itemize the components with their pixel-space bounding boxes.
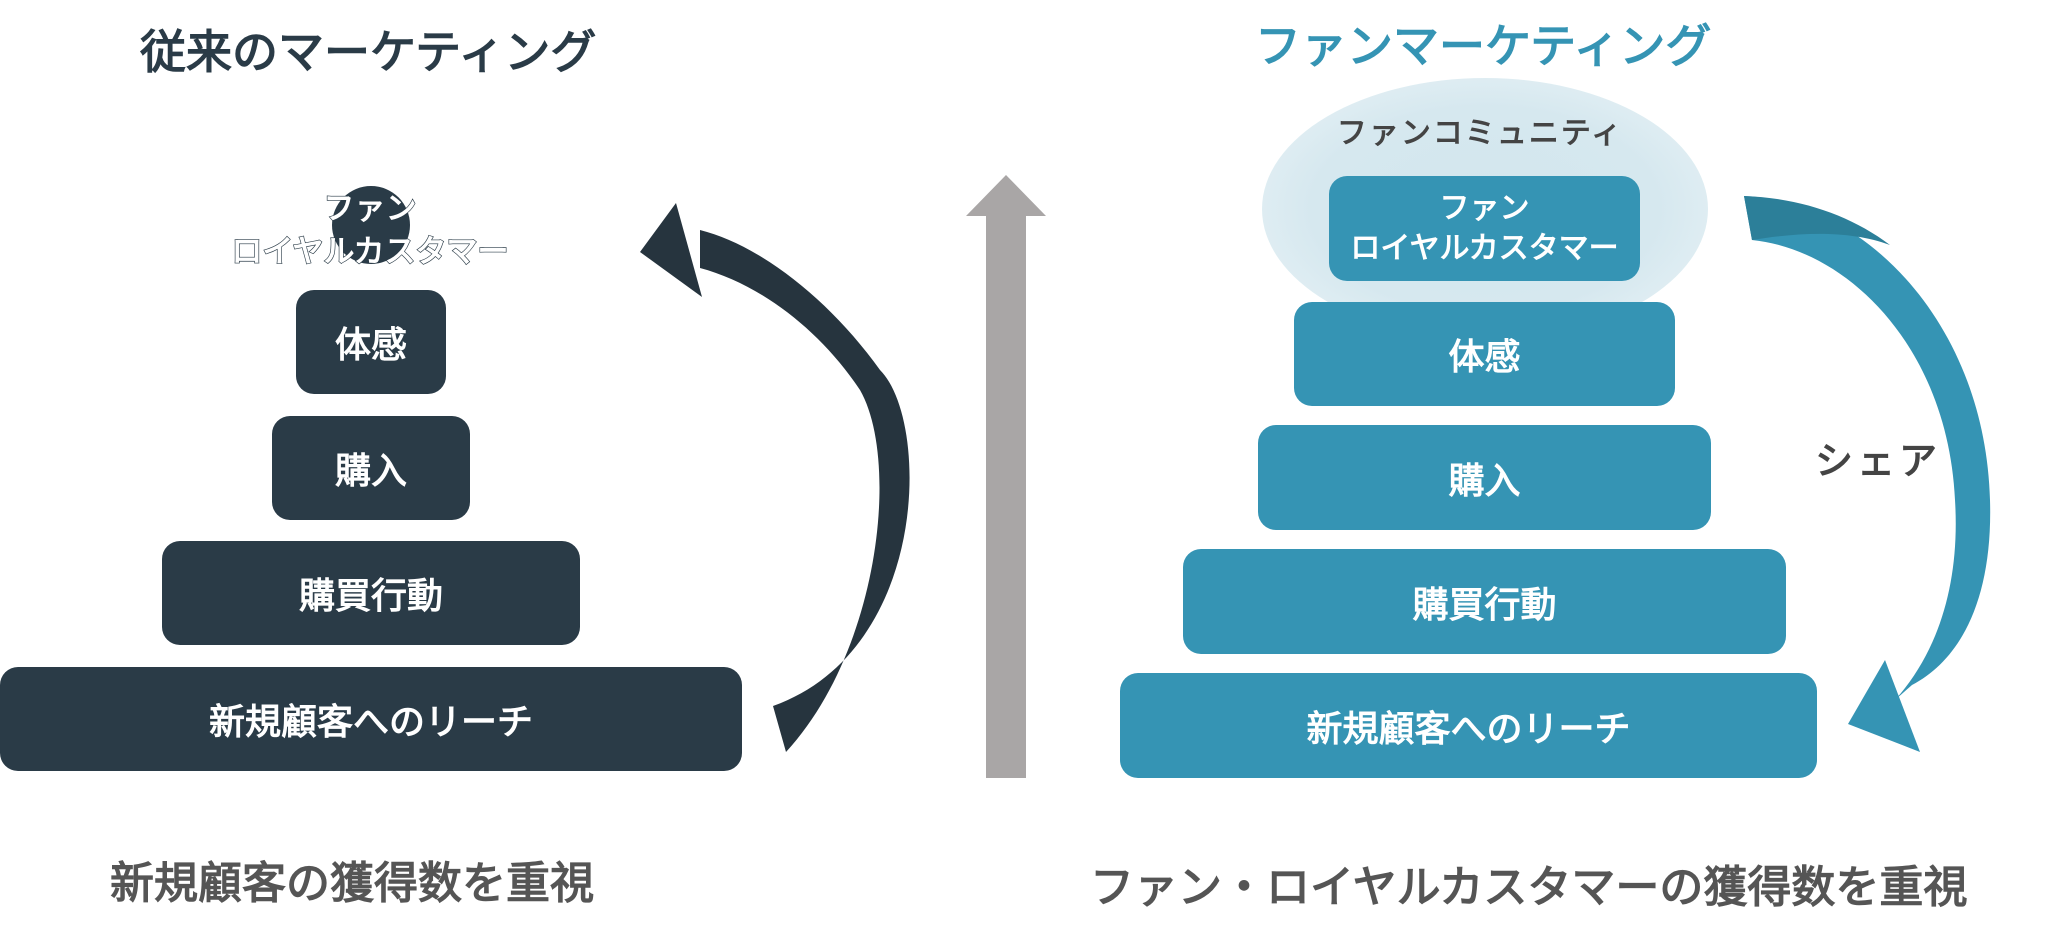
right-curved-arrow <box>1744 196 1991 752</box>
left-caption: 新規顧客の獲得数を重視 <box>110 858 594 909</box>
right-title: ファンマーケティング <box>1255 19 1712 73</box>
right-level-koubai: 購買行動 <box>1183 549 1786 654</box>
left-fan-label: ファン ロイヤルカスタマー <box>205 186 535 276</box>
right-fan-box: ファン ロイヤルカスタマー <box>1329 176 1640 281</box>
left-level-koubai: 購買行動 <box>162 541 580 645</box>
left-level-reach: 新規顧客へのリーチ <box>0 667 742 771</box>
left-level-taikan: 体感 <box>296 290 446 394</box>
center-up-arrow <box>966 175 1046 778</box>
left-fan-line2: ロイヤルカスタマー <box>231 233 509 270</box>
share-label: シェア <box>1815 439 1942 483</box>
right-caption: ファン・ロイヤルカスタマーの獲得数を重視 <box>1090 862 1968 913</box>
fan-community-label: ファンコミュニティ <box>1336 116 1624 151</box>
fan-dot <box>332 186 410 264</box>
left-fan-line1: ファン <box>323 190 417 227</box>
right-fan-line1: ファン <box>1439 190 1530 226</box>
right-level-reach: 新規顧客へのリーチ <box>1120 673 1817 778</box>
right-fan-line2: ロイヤルカスタマー <box>1350 230 1619 266</box>
left-title: 従来のマーケティング <box>140 25 597 79</box>
left-curved-arrow <box>640 203 910 752</box>
right-level-kounyu: 購入 <box>1258 425 1711 530</box>
left-level-kounyu: 購入 <box>272 416 470 520</box>
right-level-taikan: 体感 <box>1294 302 1675 406</box>
